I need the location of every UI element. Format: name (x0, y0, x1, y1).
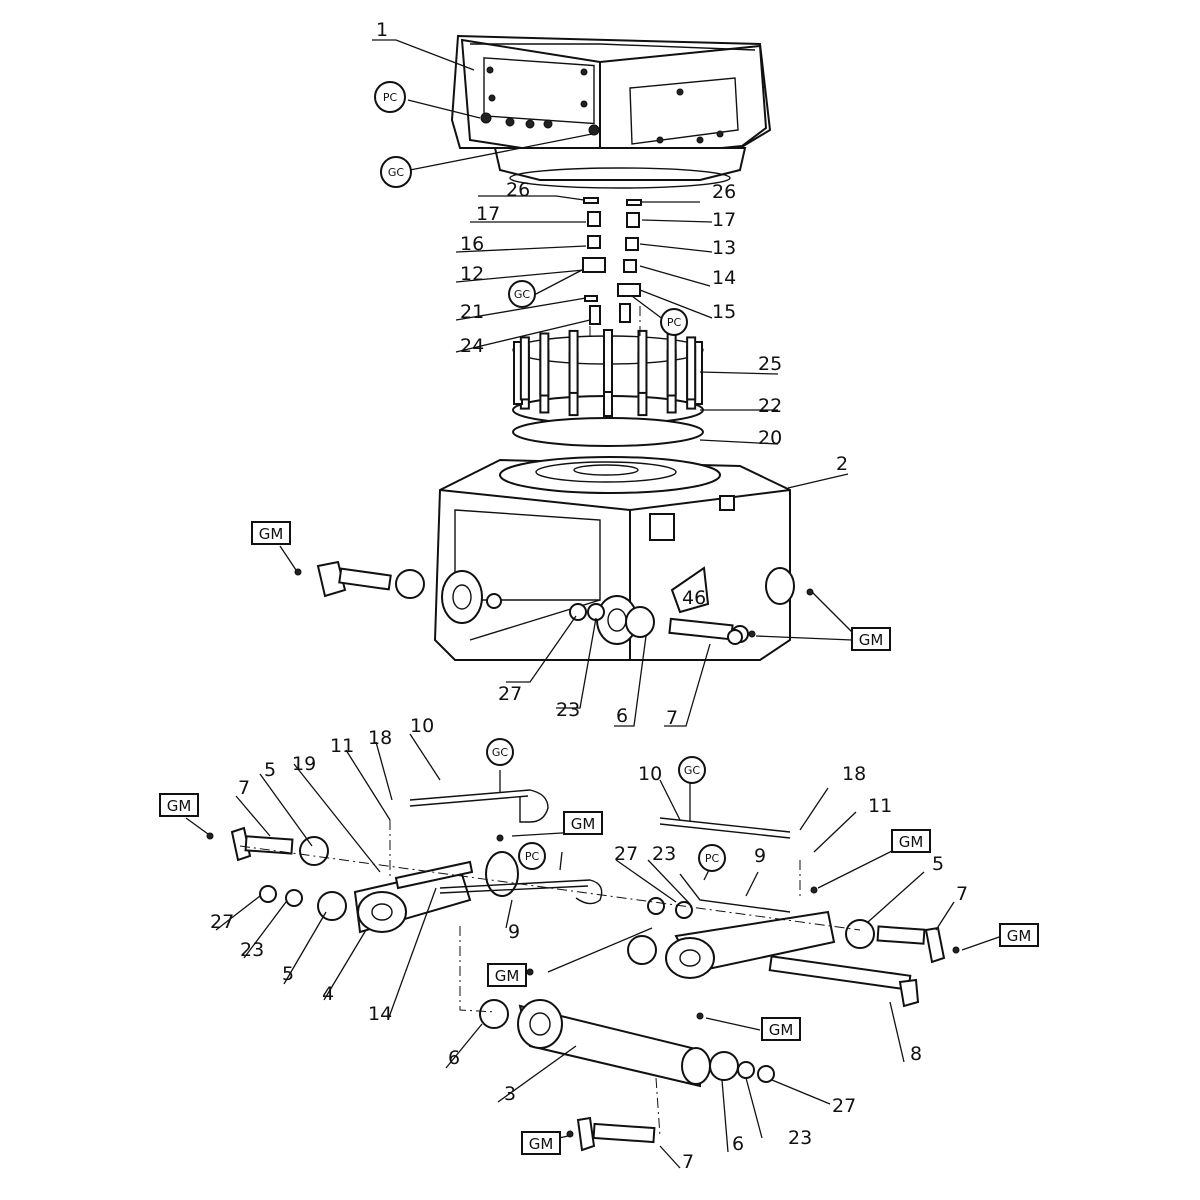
callout-5-left-top: 5 (264, 759, 276, 781)
pc-symbol-top: PC (383, 91, 398, 104)
callout-1: 1 (376, 19, 388, 41)
callout-10-left: 10 (410, 715, 434, 737)
callout-14-top: 14 (712, 267, 736, 289)
callout-11-left: 11 (330, 735, 354, 757)
bolt (637, 329, 648, 394)
pc-symbol-fittings: PC (667, 316, 682, 329)
gm-box-right-link: GM (899, 833, 924, 851)
callout-23-frame: 23 (556, 699, 580, 721)
callout-25: 25 (758, 353, 782, 375)
gm-box-right-pin: GM (1007, 927, 1032, 945)
fittings-stack (582, 197, 642, 325)
gm-box-bottom-pin: GM (529, 1135, 554, 1153)
gc-symbol-top: GC (388, 166, 405, 179)
callout-21: 21 (460, 301, 484, 323)
callout-5-left-bottom: 5 (282, 963, 294, 985)
callout-27-bottom: 27 (832, 1095, 856, 1117)
pc-symbol-right-hose: PC (705, 852, 720, 865)
part-1-upper-housing (450, 34, 772, 189)
bolt (539, 332, 550, 397)
gc-symbol-left-hose: GC (492, 746, 509, 759)
callout-numbers: 1 2 3 4 5 5 5 6 6 6 7 7 7 7 8 9 9 10 10 … (210, 19, 968, 1173)
grease-points (206, 568, 960, 1138)
bolt (686, 336, 697, 401)
gm-box-left-link: GM (571, 815, 596, 833)
callout-27-left: 27 (210, 911, 234, 933)
callout-22: 22 (758, 395, 782, 417)
callout-20: 20 (758, 427, 782, 449)
callout-26-left: 26 (506, 179, 530, 201)
callout-17-right: 17 (712, 209, 736, 231)
callout-15: 15 (712, 301, 736, 323)
callout-18-right: 18 (842, 763, 866, 785)
callout-5-right: 5 (932, 853, 944, 875)
callout-18-left: 18 (368, 727, 392, 749)
callout-8: 8 (910, 1043, 922, 1065)
bolt (568, 329, 579, 394)
callout-3: 3 (504, 1083, 516, 1105)
callout-4: 4 (322, 983, 334, 1005)
callout-23-left: 23 (240, 939, 264, 961)
callout-16: 16 (460, 233, 484, 255)
callout-6-frame: 6 (616, 705, 628, 727)
callout-23-mid: 23 (652, 843, 676, 865)
callout-27-mid: 27 (614, 843, 638, 865)
gm-boxes: GM GM GM GM GM GM GM GM GM (159, 521, 1039, 1155)
gm-box-link-3: GM (769, 1021, 794, 1039)
gc-symbol-right-hose: GC (684, 764, 701, 777)
bolt (519, 336, 530, 401)
gm-box-frame-left: GM (259, 525, 284, 543)
callout-6-right: 6 (732, 1133, 744, 1155)
bolt-ring (512, 329, 704, 447)
plate-marking: 46 (682, 587, 706, 609)
callout-27-frame: 27 (498, 683, 522, 705)
callout-9-right: 9 (754, 845, 766, 867)
part-2-lower-frame: 46 (433, 456, 795, 661)
callout-9-left: 9 (508, 921, 520, 943)
callout-26-right: 26 (712, 181, 736, 203)
bolt (666, 332, 677, 397)
bolt (603, 329, 613, 393)
callout-7-bottom: 7 (682, 1151, 694, 1173)
callout-6-left: 6 (448, 1047, 460, 1069)
circle-symbols: PC GC GC PC GC PC GC PC (374, 81, 726, 872)
callout-14-bottom: 14 (368, 1003, 392, 1025)
pc-symbol-left-hose: PC (525, 850, 540, 863)
gm-box-middle: GM (495, 967, 520, 985)
callout-17-left: 17 (476, 203, 500, 225)
callout-2: 2 (836, 453, 848, 475)
callout-19: 19 (292, 753, 316, 775)
frame-pins (316, 560, 743, 645)
callout-7-left: 7 (238, 777, 250, 799)
callout-11-right: 11 (868, 795, 892, 817)
callout-7-right: 7 (956, 883, 968, 905)
lower-link-assembly (230, 306, 946, 1152)
callout-12: 12 (460, 263, 484, 285)
callout-7-frame: 7 (666, 707, 678, 729)
callout-23-bottom: 23 (788, 1127, 812, 1149)
callout-10-right: 10 (638, 763, 662, 785)
callout-24: 24 (460, 335, 484, 357)
callout-13: 13 (712, 237, 736, 259)
gc-symbol-fittings: GC (514, 288, 531, 301)
gm-box-left-pin: GM (167, 797, 192, 815)
gm-box-frame-right: GM (859, 631, 884, 649)
